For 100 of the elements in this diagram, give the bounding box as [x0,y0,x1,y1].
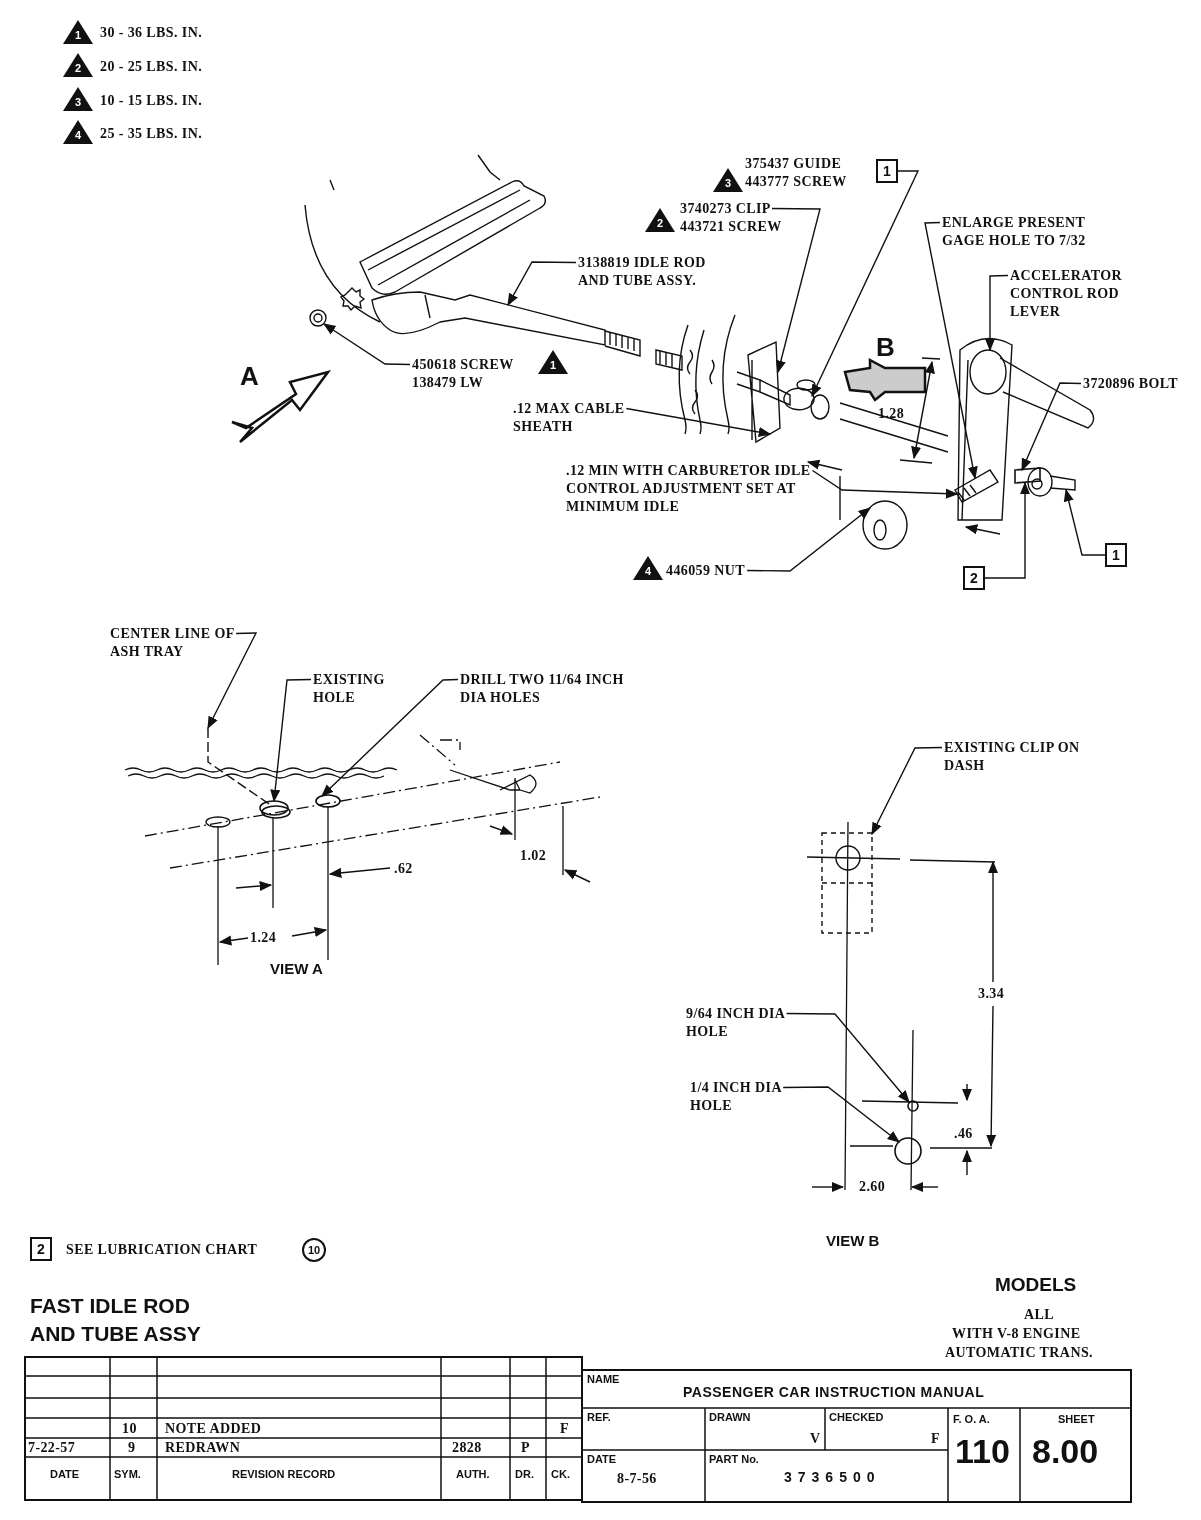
field-value: 8.00 [1032,1432,1099,1470]
threaded-stud [954,469,999,503]
callout-text: 446059 NUT [666,562,786,580]
leader-line [924,221,978,480]
boxed-callout-number: 2 [963,566,985,590]
callout-text: EXISTING CLIP ON DASH [944,739,1089,775]
dimension-value: 1.28 [878,405,905,423]
existing-hole [259,800,291,819]
callout-text: 9/64 INCH DIA HOLE [686,1005,818,1041]
boxed-callout-number: 2 [30,1237,52,1261]
callout-text: 1/4 INCH DIA HOLE [690,1079,815,1115]
torque-symbol: 1 [538,350,568,374]
leader-line [746,507,871,572]
leader-line [1063,488,1106,556]
field-label: F. O. A. [953,1413,990,1426]
field-value: F [931,1431,940,1446]
table-cell-text: 10 [122,1421,137,1436]
torque-spec: 20 - 25 LBS. IN. [100,58,203,76]
small-hole [907,1100,919,1112]
leader-line [984,274,1009,352]
callout-text: CENTER LINE OF ASH TRAY [110,625,242,661]
leader-line [625,407,772,437]
callout-text: ENLARGE PRESENT GAGE HOLE TO 7/32 [942,214,1112,250]
torque-symbol: 3 [63,87,93,111]
field-label: REF. [587,1411,611,1424]
torque-symbol: 2 [63,53,93,77]
table-cell-text: F [560,1421,569,1436]
torque-symbol: 1 [63,20,93,44]
torque-symbol: 4 [63,120,93,144]
table-cell-text: 7-22-57 [28,1440,76,1455]
table-cell-text: P [521,1440,530,1455]
callout-text: 375437 GUIDE 443777 SCREW [745,155,873,191]
model-text: ALL [1024,1306,1054,1324]
field-value: 8-7-56 [617,1471,657,1486]
torque-spec: 30 - 36 LBS. IN. [100,24,203,42]
callout-text: 3720896 BOLT [1083,375,1183,393]
boxed-callout-number: 1 [876,159,898,183]
field-label: CHECKED [829,1411,884,1424]
clip-plate [747,340,781,443]
dimension-value: 1.02 [520,847,547,865]
callout-text: EXISTING HOLE [313,671,413,707]
field-label: DRAWN [709,1411,751,1424]
callout-text: 3138819 IDLE ROD AND TUBE ASSY. [578,254,728,290]
leader-line [785,1012,910,1103]
table-cell-text: REDRAWN [165,1440,241,1455]
boxed-callout-number: 1 [1105,543,1127,567]
column-header: AUTH. [456,1468,490,1481]
leader-line [1021,382,1082,472]
control-lever [954,337,1013,521]
field-label: SHEET [1058,1413,1095,1426]
idle-rod-tube [371,291,641,357]
circled-chart-number: 10 [302,1238,326,1262]
large-hole [894,1137,922,1165]
dimension-value: .46 [954,1125,973,1143]
leader-line [984,481,1031,579]
field-label: DATE [587,1453,617,1466]
column-header: REVISION RECORD [232,1468,336,1481]
leader-line [321,678,459,797]
column-header: SYM. [114,1468,141,1481]
leader-line [771,207,821,374]
nut [862,500,908,550]
bolt [1014,467,1041,484]
field-value: V [810,1431,821,1446]
field-label: PART No. [709,1453,759,1466]
model-text: AUTOMATIC TRANS. [945,1344,1093,1362]
table-cell-text: NOTE ADDED [165,1421,262,1436]
field-label: NAME [587,1373,620,1386]
leader-line [782,1086,900,1143]
leader-line [811,469,959,499]
leader-line [871,746,943,836]
callout-text: .12 MAX CABLE SHEATH [513,400,638,436]
view-label: VIEW A [270,960,323,978]
table-cell-text: 9 [128,1440,136,1455]
leader-line [322,323,411,366]
torque-symbol: 2 [645,208,675,232]
model-text: WITH V-8 ENGINE [952,1325,1081,1343]
torque-spec: 25 - 35 LBS. IN. [100,125,203,143]
dimension-value: 3.34 [978,985,1005,1003]
dash-clip-outline [821,832,873,934]
table-cell-text: 2828 [452,1440,482,1455]
leader-line [270,678,312,803]
leader-line [811,170,920,398]
callout-text: .12 MIN WITH CARBURETOR IDLE CONTROL ADJUSTMENT SET AT MINIMUM IDLE [566,462,834,516]
dimension-value: 2.60 [859,1178,886,1196]
screw [309,309,327,327]
torque-symbol: 3 [713,168,743,192]
dimension-value: 1.24 [250,929,277,947]
column-header: DATE [50,1468,80,1481]
torque-spec: 10 - 15 LBS. IN. [100,92,203,110]
column-header: CK. [551,1468,570,1481]
drawing-title: FAST IDLE ROD AND TUBE ASSY [30,1293,202,1347]
callout-text: ACCELERATOR CONTROL ROD LEVER [1010,267,1165,321]
field-value: PASSENGER CAR INSTRUCTION MANUAL [683,1384,985,1400]
drilled-hole [315,794,341,808]
swivel-fitting [1027,467,1076,497]
models-heading: MODELS [995,1276,1077,1294]
callout-text: 3740273 CLIP 443721 SCREW [680,200,808,236]
view-letter: B [876,333,896,361]
dimension-value: .62 [394,860,413,878]
torque-symbol: 4 [633,556,663,580]
